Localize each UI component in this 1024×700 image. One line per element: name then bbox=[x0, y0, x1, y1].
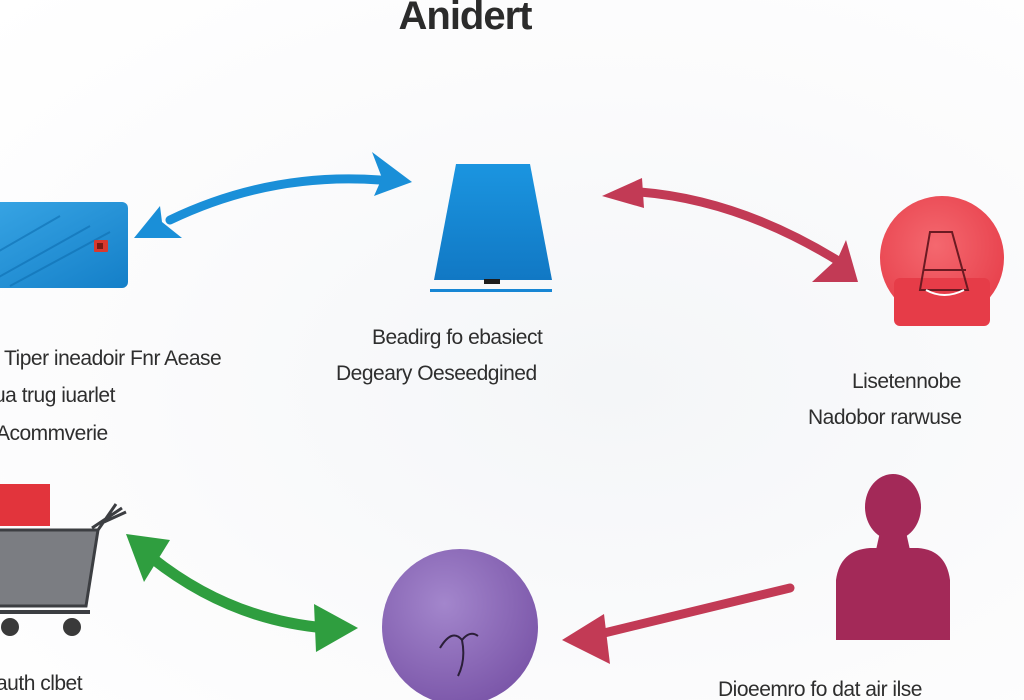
person-label-line-1: Dioeemro fo dat air ilse bbox=[718, 678, 922, 700]
card-label-line-1: Tiper ineadoir Fnr Aease bbox=[4, 347, 222, 370]
arrow-badge-tablet bbox=[602, 178, 858, 282]
globe-icon bbox=[382, 549, 538, 700]
person-icon bbox=[836, 474, 950, 640]
cart-label-line-1: auth clbet bbox=[0, 672, 83, 695]
tablet-label-line-2: Degeary Oeseedgined bbox=[336, 362, 537, 385]
arrow-card-tablet bbox=[134, 152, 412, 238]
badge-letter-icon bbox=[880, 196, 1004, 326]
credit-card-icon bbox=[0, 202, 128, 288]
badge-label-line-1: Lisetennobe bbox=[852, 370, 961, 393]
card-label-line-2: ua trug iuarlet bbox=[0, 384, 115, 407]
arrow-person-globe bbox=[562, 583, 795, 664]
card-label-line-3: Acommverie bbox=[0, 422, 108, 445]
badge-label-line-2: Nadobor rarwuse bbox=[808, 406, 962, 429]
shopping-cart-icon bbox=[0, 484, 127, 636]
arrow-cart-globe bbox=[126, 534, 358, 652]
tablet-icon bbox=[430, 164, 552, 292]
tablet-label-line-1: Beadirg fo ebasiect bbox=[372, 326, 543, 349]
diagram-title: Anidert bbox=[398, 0, 533, 38]
